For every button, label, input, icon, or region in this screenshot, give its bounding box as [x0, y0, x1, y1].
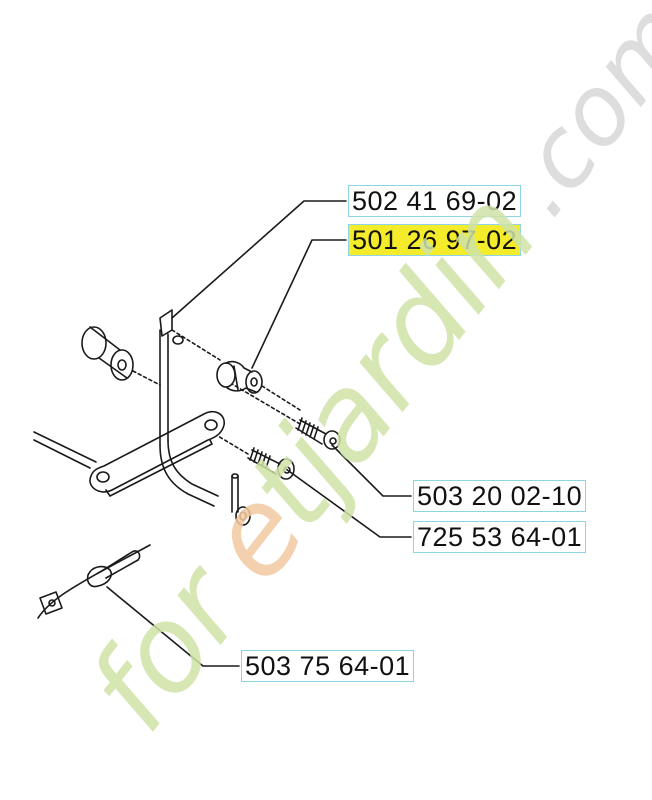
screw-503-20-02-10	[231, 383, 341, 450]
leader-501-26-97-02	[251, 239, 347, 369]
leader-725-53-64-01	[285, 468, 412, 538]
leader-503-75-64-01	[106, 586, 240, 667]
part-number-label[interactable]: 502 41 69-02	[348, 185, 522, 217]
part-number-label[interactable]: 725 53 64-01	[413, 521, 587, 553]
screw-725-53-64-01	[217, 435, 295, 480]
part-number-label[interactable]: 503 20 02-10	[413, 480, 587, 512]
hairpin-clip	[86, 550, 141, 588]
part-number-label[interactable]: 503 75 64-01	[241, 650, 415, 682]
leader-503-20-02-10	[331, 444, 412, 497]
part-number-label-highlighted[interactable]: 501 26 97-02	[348, 224, 522, 256]
cable-end	[39, 591, 63, 615]
pin	[231, 473, 251, 526]
bushing	[216, 360, 301, 411]
spacer-cylinder	[81, 326, 161, 386]
link-plate	[89, 410, 225, 497]
leader-502-41-69-02	[171, 200, 347, 319]
leader-lines	[106, 200, 412, 667]
cable	[33, 431, 151, 619]
bracket-rod	[159, 309, 221, 507]
